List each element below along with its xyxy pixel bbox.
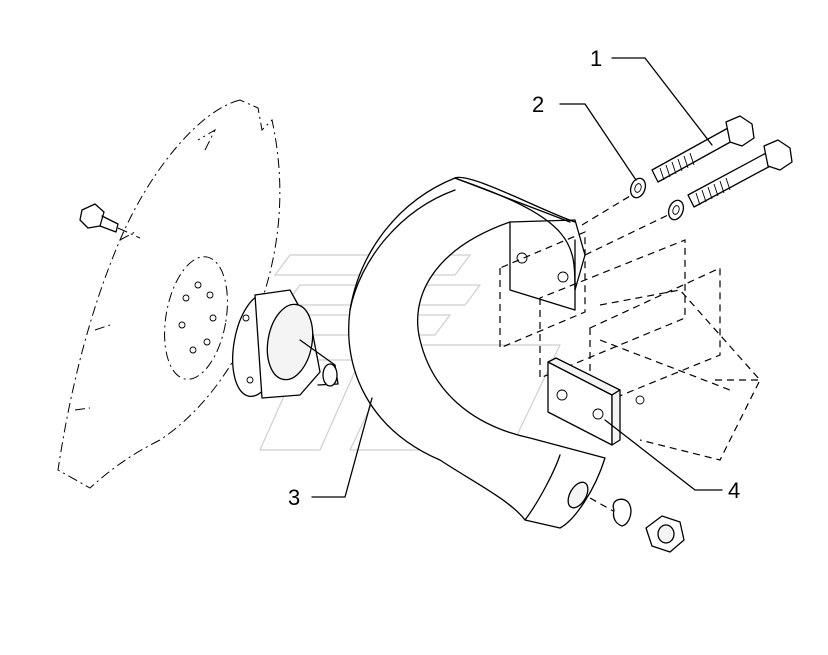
hub-assembly	[232, 289, 339, 399]
callout-3: 3	[288, 485, 300, 510]
disc-bolt	[79, 203, 141, 239]
disc-holes	[178, 281, 217, 354]
scraper-arm	[348, 176, 606, 529]
disc-outline	[57, 99, 281, 489]
leader-lines	[311, 57, 723, 498]
frame-tube	[599, 289, 761, 461]
hex-nut	[645, 515, 685, 553]
callout-4: 4	[728, 478, 740, 503]
callout-1: 1	[590, 46, 602, 71]
clamp-plate	[547, 357, 621, 446]
washers	[629, 177, 685, 221]
lock-washer	[612, 498, 632, 527]
bolt-upper	[651, 115, 755, 183]
mount-outlines	[499, 231, 721, 409]
assembly-axes	[581, 195, 669, 513]
bolt-lower	[687, 139, 793, 208]
callout-2: 2	[532, 92, 544, 117]
